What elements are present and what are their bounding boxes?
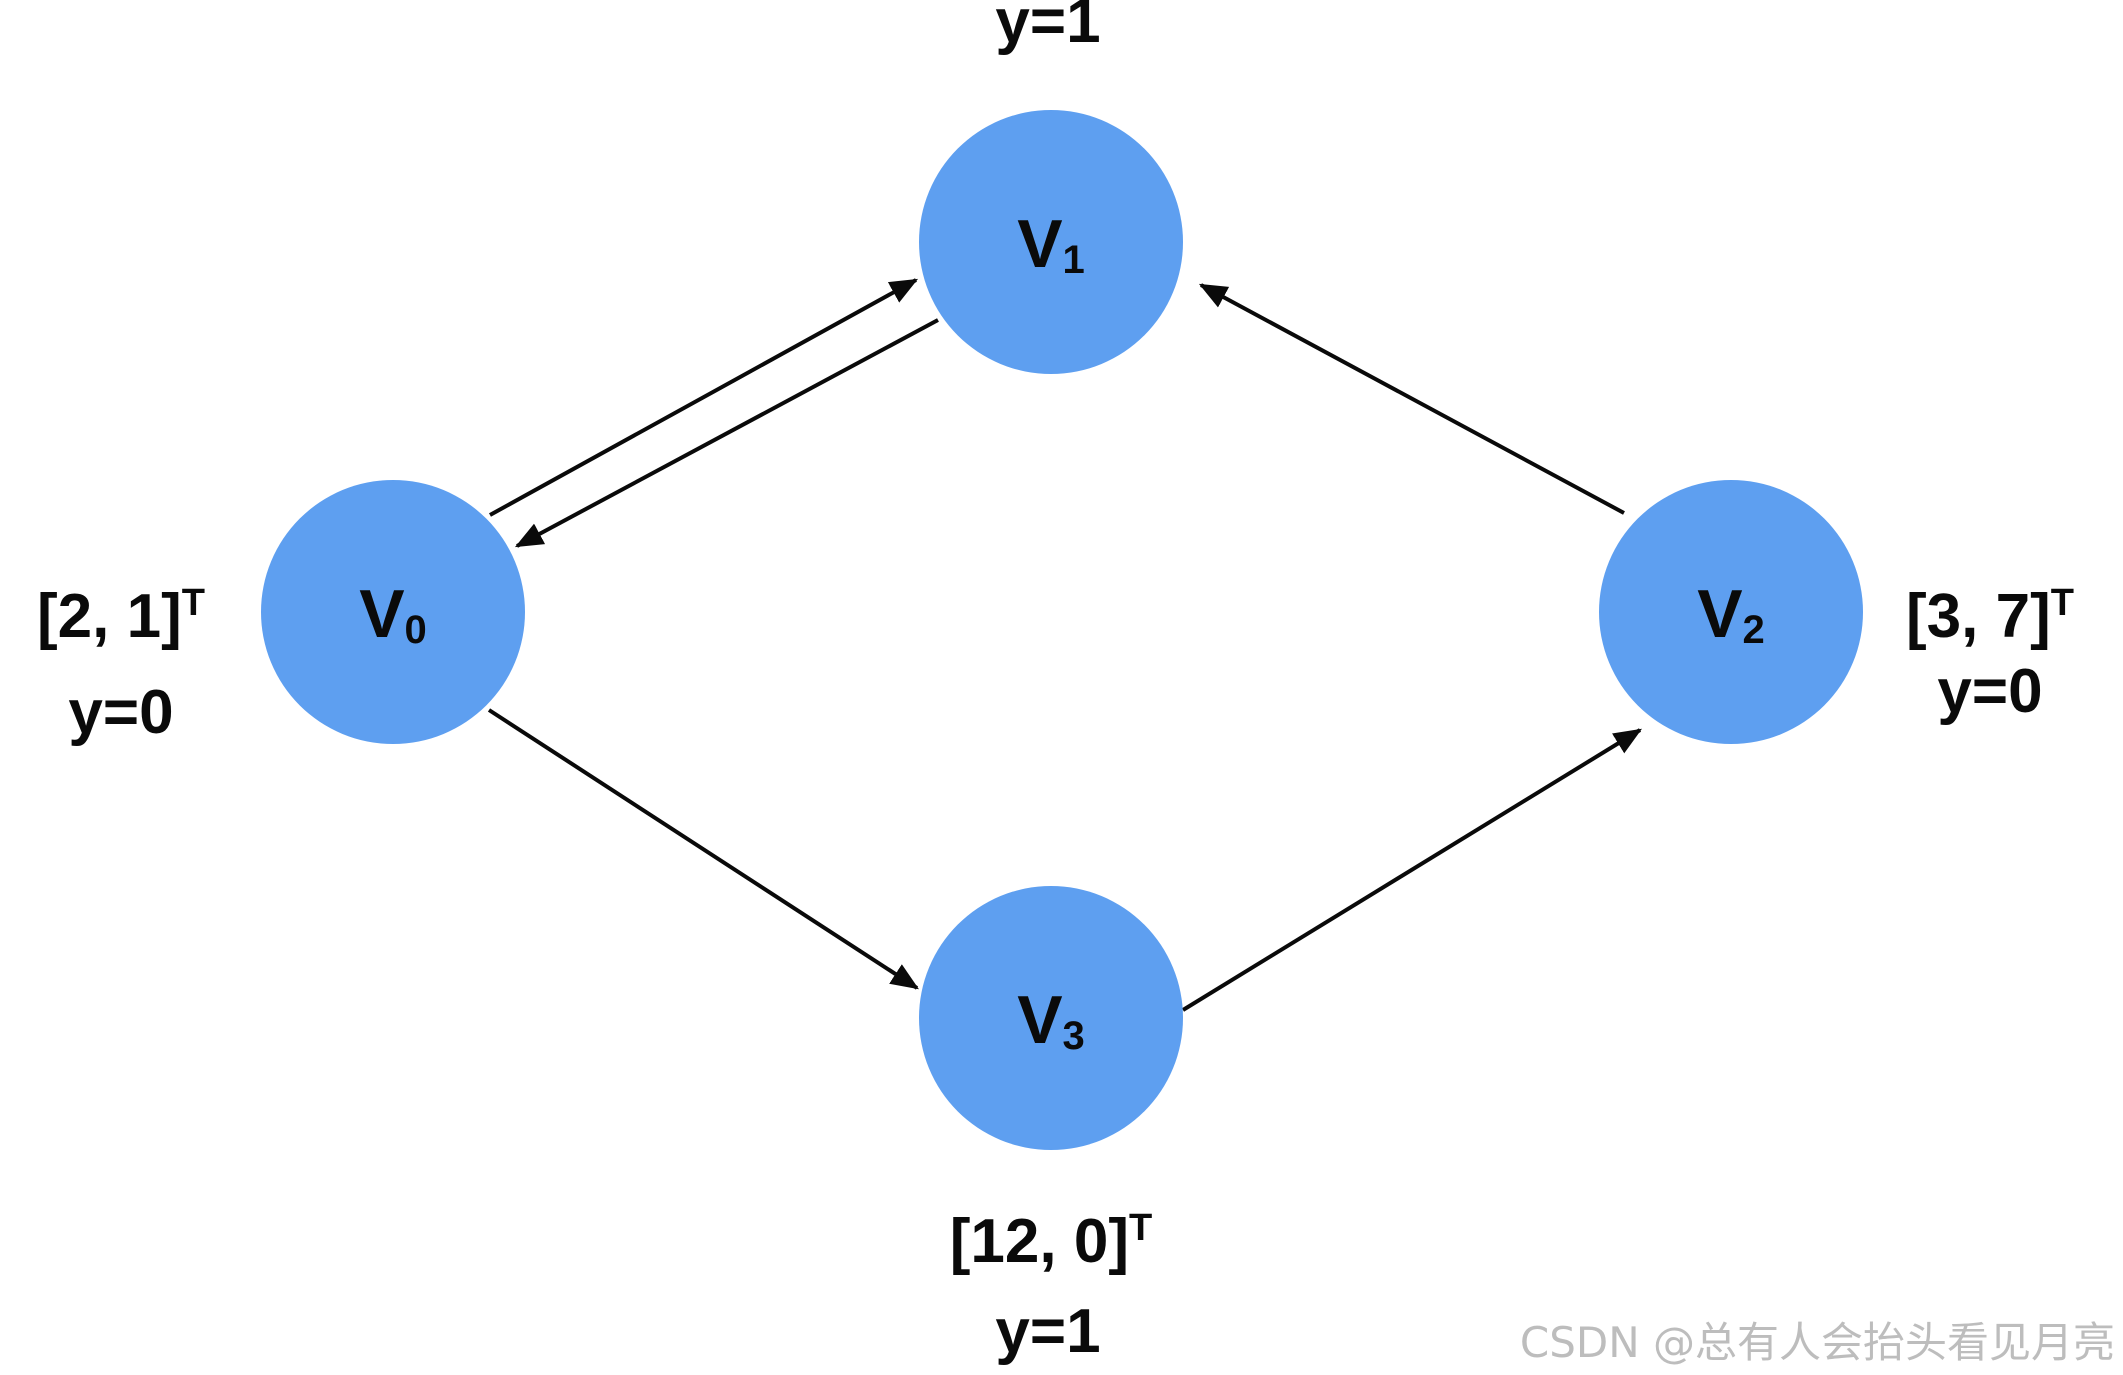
node-v0: V0	[261, 480, 525, 744]
annotation-v1-label: y=1	[995, 0, 1100, 56]
edge-v1-to-v0	[514, 318, 939, 548]
watermark: CSDN @总有人会抬头看见月亮	[1520, 1318, 2115, 1367]
annotation-v3-label: y=1	[995, 1297, 1100, 1366]
node-v3: V3	[919, 886, 1183, 1150]
edge-v0-to-v3	[487, 708, 919, 990]
node-v1-circle	[919, 110, 1183, 374]
annotation-v0-label: y=0	[68, 678, 173, 747]
annotation-v3-vector: [12, 0]T	[950, 1207, 1152, 1276]
edge-v0-to-v1	[489, 278, 919, 517]
annotation-v0-vector: [2, 1]T	[37, 582, 205, 651]
node-v2-label: V2	[1697, 576, 1765, 652]
node-v1-label: V1	[1017, 206, 1085, 282]
edge-v3-to-v2	[1181, 728, 1642, 1012]
annotation-v2-vector: [3, 7]T	[1906, 582, 2074, 651]
annotation-v1: y=1	[995, 0, 1100, 56]
annotation-v2: [3, 7]T y=0	[1906, 582, 2074, 726]
annotation-v2-label: y=0	[1937, 657, 2042, 726]
node-v3-circle	[919, 886, 1183, 1150]
edge-v2-to-v1	[1198, 283, 1625, 515]
node-v1: V1	[919, 110, 1183, 374]
node-v3-label: V3	[1017, 982, 1085, 1058]
annotation-v0: [2, 1]T y=0	[37, 582, 205, 747]
node-v2: V2	[1599, 480, 1863, 744]
edges	[487, 278, 1642, 1012]
node-v0-circle	[261, 480, 525, 744]
annotation-v3: [12, 0]T y=1	[950, 1207, 1152, 1366]
node-v2-circle	[1599, 480, 1863, 744]
node-v0-label: V0	[359, 576, 427, 652]
